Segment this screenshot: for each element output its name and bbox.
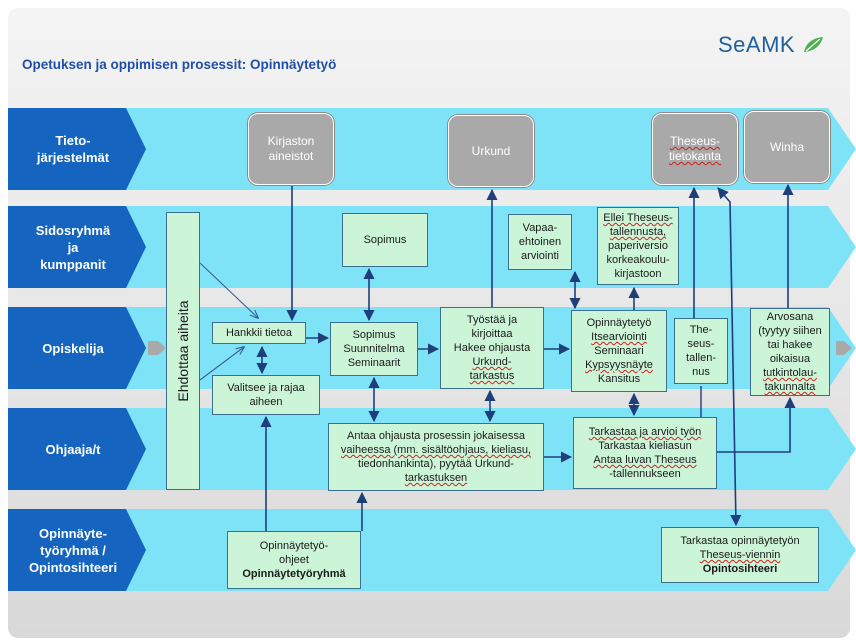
ehdottaa-aiheita-box: Ehdottaa aiheita [166,212,200,490]
vapaaehtoinen-arviointi-box: Vapaa- ehtoinen arviointi [508,214,572,270]
opinnaytetyo-box: Opinnäytetyö Itsearviointi Seminaari Kyp… [571,310,667,392]
arrow-tarkastaa-arvosana [717,396,796,453]
seamk-logo: SeAMK [718,32,824,58]
lane-label-ohjaaja: Ohjaaja/t [45,441,101,457]
lane-label-opiskelija: Opiskelija [42,340,104,356]
tyostaa-kirjoittaa-box: Työstää ja kirjoittaa Hakee ohjausta Urk… [440,307,544,389]
system-urkund: Urkund [448,115,534,187]
page-title: Opetuksen ja oppimisen prosessit: Opinnä… [22,57,337,72]
hankkii-tietoa-box: Hankkii tietoa [212,322,306,344]
arvosana-box: Arvosana (tyytyy siihen tai hakee oikais… [750,308,830,396]
theseus-viennin-box: Tarkastaa opinnäytetyön Theseus-viennin … [661,527,819,583]
arrow-theseus-viennin [717,187,742,527]
lane-opinnaytetyoryhma [8,509,856,591]
tarkastaa-arvioi-box: Tarkastaa ja arvioi työn Tarkastaa kieli… [573,417,717,489]
system-winha: Winha [744,111,830,183]
arrow-ehdottaa-hankkii-lower [199,347,244,381]
antaa-ohjausta-box: Antaa ohjausta prosessin jokaisessa vaih… [328,423,544,491]
lane-label-opinnaytetyoryhma: Opinnäyte-työryhmä /Opintosihteeri [28,525,118,575]
opinnaytetyo-ohjeet-box: Opinnäytetyö- ohjeet Opinnäytetyöryhmä [227,531,361,589]
system-theseus-tietokanta: Theseus-tietokanta [652,113,738,185]
ellei-theseus-box: Ellei Theseus- tallennusta, paperiversio… [597,207,679,285]
valitsee-aiheen-box: Valitsee ja rajaa aiheen [212,375,320,415]
leaf-icon [803,37,823,52]
lane-label-tietojarjestelmat: Tieto-järjestelmät [36,133,110,165]
lane-tietojarjestelmat [8,108,856,190]
logo-text: SeAMK [718,32,796,57]
sopimus-box: Sopimus [342,213,428,267]
sopimus-suunnitelma-box: Sopimus Suunnitelma Seminaarit [330,322,418,376]
arrow-ehdottaa-hankkii-upper [199,262,258,318]
